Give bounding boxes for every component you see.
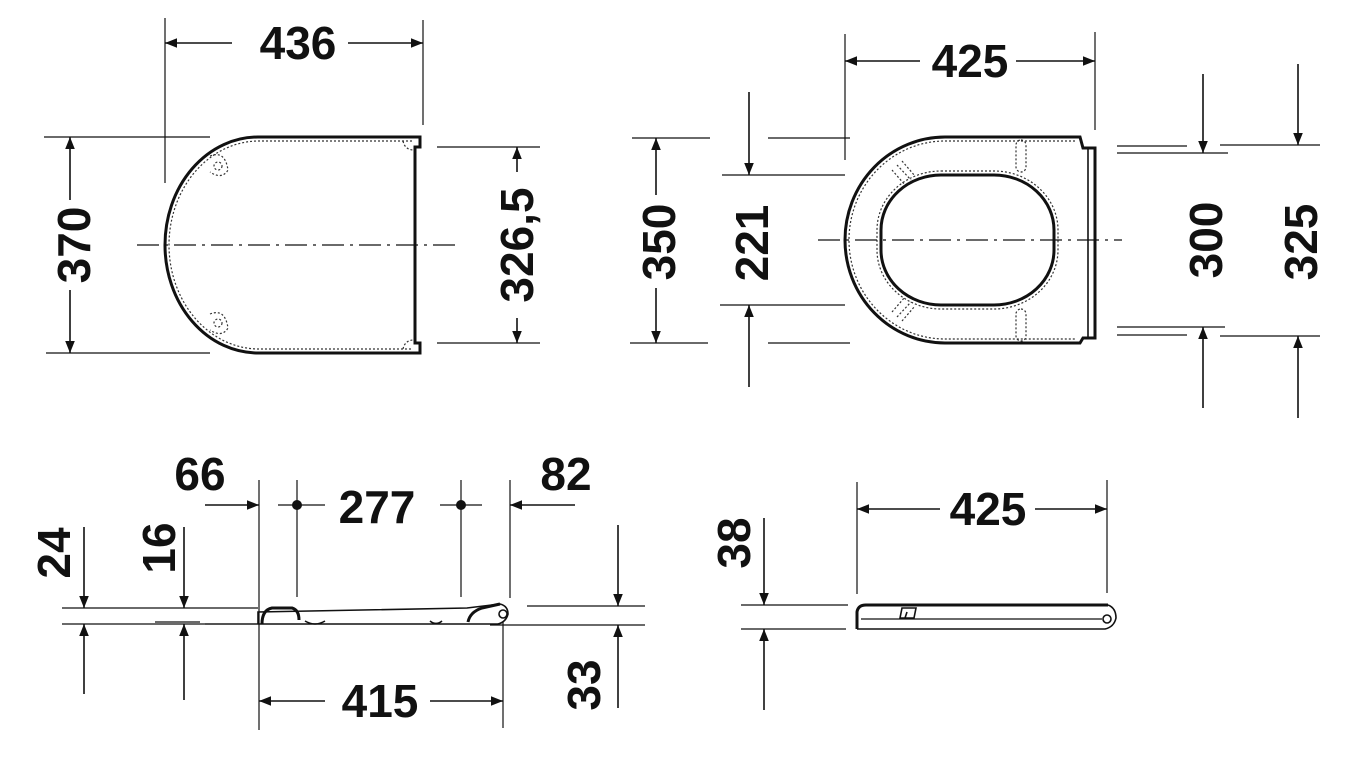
buffer-icon bbox=[213, 318, 223, 328]
dim-side-length: 415 bbox=[342, 675, 419, 727]
buffer-ribs bbox=[891, 296, 916, 322]
lid-top-view: 436 370 326,5 bbox=[44, 17, 543, 355]
seat-outline bbox=[843, 135, 1097, 345]
dim-lid-hinge-width: 326,5 bbox=[491, 187, 543, 302]
lid-outline bbox=[163, 135, 422, 355]
dim-lid-length: 370 bbox=[48, 207, 100, 284]
hinge-pin-icon bbox=[498, 609, 508, 619]
buffer-slot bbox=[1015, 139, 1027, 173]
buffer-ribs bbox=[891, 160, 916, 186]
hinge-notch bbox=[402, 140, 415, 151]
lid-inner-dotted bbox=[168, 140, 412, 350]
buffer-outline bbox=[209, 154, 229, 177]
side-view-closed: 425 38 bbox=[708, 480, 1117, 710]
dim-front-offset: 66 bbox=[174, 448, 225, 500]
dim-seat-length: 350 bbox=[633, 204, 685, 281]
closed-profile bbox=[855, 603, 1108, 629]
seat-side-hinge bbox=[466, 602, 501, 623]
lid-catch-icon bbox=[899, 607, 917, 619]
side-view-open: 66 277 82 24 16 415 33 bbox=[28, 448, 645, 730]
dim-hinge-height: 33 bbox=[558, 659, 610, 710]
dim-height-seat: 16 bbox=[133, 522, 185, 573]
buffer-icon bbox=[429, 620, 443, 625]
dim-hinge-outer: 325 bbox=[1275, 204, 1327, 281]
dim-rear-offset: 82 bbox=[540, 448, 591, 500]
seat-side-front bbox=[260, 606, 301, 625]
dim-lid-width: 436 bbox=[260, 17, 337, 69]
dim-seat-width: 425 bbox=[932, 35, 1009, 87]
dim-closed-height: 38 bbox=[708, 517, 760, 568]
buffer-slot bbox=[1015, 308, 1027, 342]
hinge-notch bbox=[402, 339, 415, 350]
hinge-pin-icon bbox=[1102, 614, 1112, 624]
buffer-icon bbox=[213, 161, 223, 171]
fixing-point-icon bbox=[292, 500, 302, 510]
dim-closed-length: 425 bbox=[950, 483, 1027, 535]
dim-seat-opening: 221 bbox=[726, 205, 778, 282]
dim-hinge-inner: 300 bbox=[1180, 202, 1232, 279]
closed-profile-end bbox=[857, 604, 1117, 630]
seat-top-view: 425 350 221 300 325 bbox=[630, 32, 1327, 418]
fixing-point-icon bbox=[456, 500, 466, 510]
buffer-outline bbox=[209, 312, 229, 335]
seat-side-profile bbox=[257, 603, 509, 625]
dim-fixing-centers: 277 bbox=[339, 481, 416, 533]
dim-height-total: 24 bbox=[28, 527, 80, 579]
